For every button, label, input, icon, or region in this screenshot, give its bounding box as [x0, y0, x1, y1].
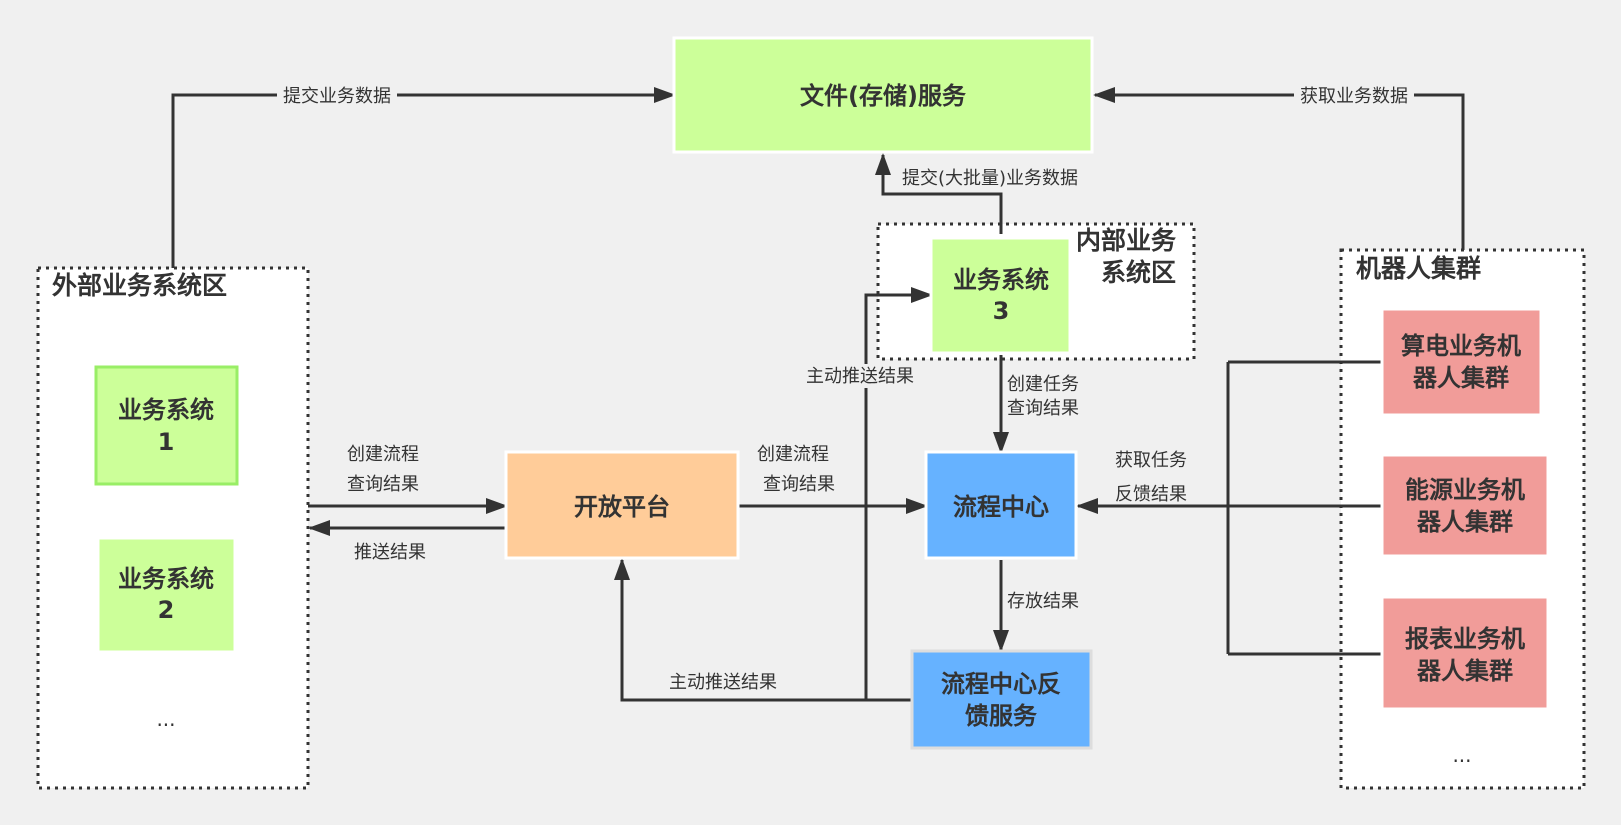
edge-label-submit-bulk: 提交(大批量)业务数据 — [902, 168, 1078, 189]
edge-label-op-create: 创建流程 — [757, 444, 829, 465]
edge-label-push-to-open-platform: 主动推送结果 — [669, 672, 777, 693]
open-platform-label: 开放平台 — [574, 493, 670, 521]
robot-energy-label-line1: 能源业务机 — [1405, 476, 1525, 504]
robot-power-node[interactable] — [1380, 307, 1543, 417]
biz-system-3-label-line2: 3 — [993, 297, 1010, 325]
process-center-node[interactable] — [924, 450, 1078, 560]
robot-power-label-line1: 算电业务机 — [1401, 332, 1521, 360]
edge-feedback-to-open-platform — [614, 558, 912, 702]
edge-label-push-to-system3: 主动推送结果 — [806, 366, 914, 387]
biz-system-1-label-line2: 1 — [158, 428, 175, 456]
feedback-service-label-line2: 馈服务 — [965, 702, 1038, 730]
feedback-service-node[interactable] — [910, 649, 1093, 750]
edge-label-push-result: 推送结果 — [354, 542, 426, 563]
biz-system-2-node[interactable] — [96, 536, 237, 654]
biz-system-1-node[interactable] — [94, 365, 239, 486]
edge-submit-bulk — [875, 153, 1003, 234]
biz-system-2-label-line2: 2 — [158, 596, 175, 624]
edge-label-create-task: 创建任务 — [1007, 374, 1079, 395]
robot-report-label-line2: 器人集群 — [1416, 657, 1513, 685]
file-service-label: 文件(存储)服务 — [800, 82, 967, 110]
feedback-service-label-line1: 流程中心反 — [941, 670, 1061, 698]
edge-label-fetch-data: 获取业务数据 — [1300, 86, 1408, 107]
edge-label-ext-create: 创建流程 — [347, 444, 419, 465]
edge-label-submit-data: 提交业务数据 — [283, 86, 391, 107]
robot-zone-title: 机器人集群 — [1356, 254, 1481, 283]
robot-power-label-line2: 器人集群 — [1412, 364, 1509, 392]
biz-system-3-node[interactable] — [929, 236, 1072, 355]
robot-report-node[interactable] — [1380, 595, 1550, 711]
edge-submit-data — [171, 87, 676, 268]
robot-energy-label-line2: 器人集群 — [1416, 508, 1513, 536]
external-zone-title: 外部业务系统区 — [52, 271, 227, 300]
edge-label-feedback: 反馈结果 — [1115, 484, 1187, 505]
robot-zone-more: ... — [1452, 743, 1471, 767]
robot-energy-node[interactable] — [1380, 453, 1550, 558]
external-zone — [36, 266, 310, 790]
biz-system-3-label-line1: 业务系统 — [953, 266, 1049, 294]
internal-zone-title-line1: 内部业务 — [1076, 226, 1176, 255]
biz-system-1-label-line1: 业务系统 — [118, 396, 214, 424]
robot-report-label-line1: 报表业务机 — [1405, 625, 1525, 653]
process-center-label: 流程中心 — [953, 493, 1049, 521]
edge-label-op-query: 查询结果 — [763, 474, 835, 495]
internal-zone-title-line2: 系统区 — [1101, 258, 1176, 287]
edge-feedback-to-system3 — [864, 287, 933, 700]
edge-label-store-result: 存放结果 — [1007, 591, 1079, 612]
edge-label-fetch-task: 获取任务 — [1115, 450, 1187, 471]
biz-system-2-label-line1: 业务系统 — [118, 565, 214, 593]
edge-label-task-query: 查询结果 — [1007, 398, 1079, 419]
open-platform-node[interactable] — [504, 450, 740, 560]
file-service-node[interactable] — [672, 36, 1094, 154]
external-zone-more: ... — [156, 707, 175, 731]
edge-fetch-data — [1093, 87, 1465, 250]
edge-label-ext-query: 查询结果 — [347, 474, 419, 495]
